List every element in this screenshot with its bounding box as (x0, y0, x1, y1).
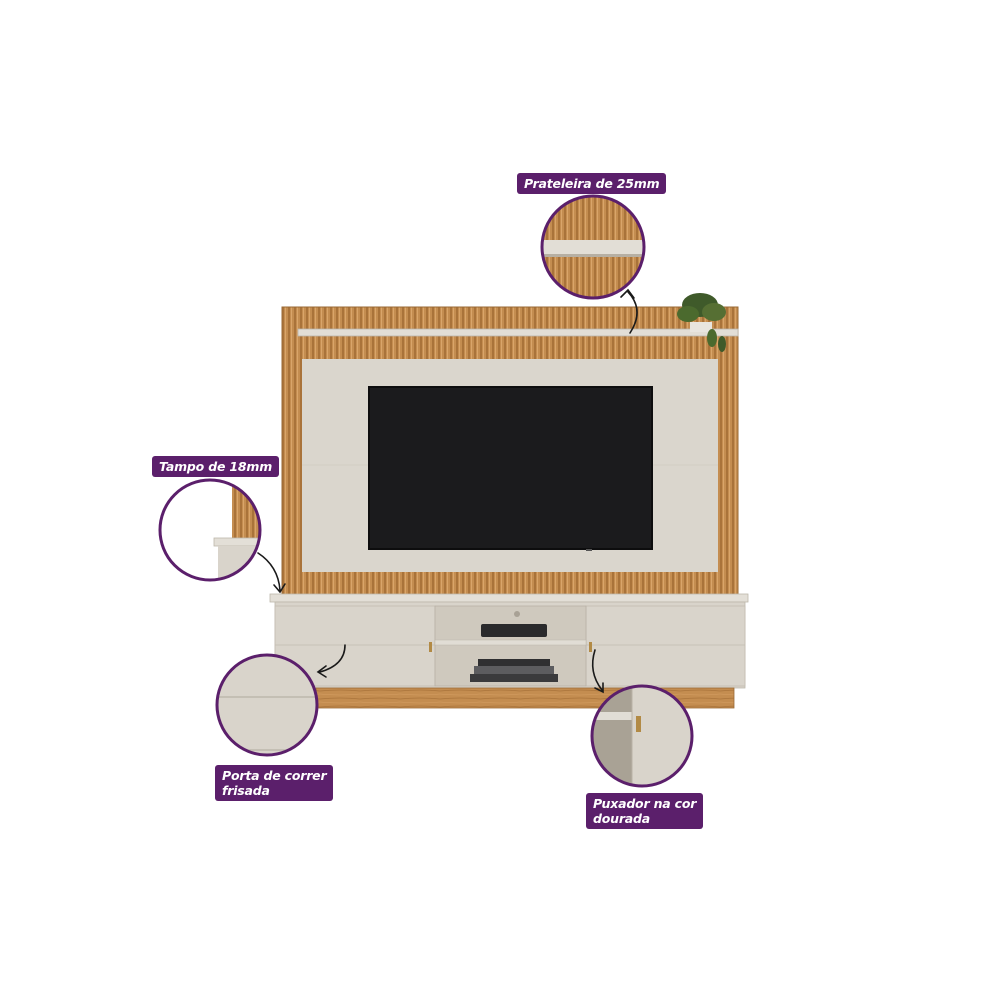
gold-handle-left (429, 642, 432, 652)
right-sliding-door (585, 605, 746, 687)
callout-handle-label: Puxador na cor dourada (586, 793, 704, 829)
callout-top-label: Tampo de 18mm (152, 456, 280, 477)
callout-shelf-label: Prateleira de 25mm (517, 173, 667, 194)
receiver-box (481, 624, 547, 637)
zoom-circle-top (158, 478, 262, 582)
callout-handle-line2: dourada (593, 811, 651, 826)
top-shelf (297, 328, 739, 337)
zoom-circle-door (215, 653, 319, 757)
tv-rack (269, 593, 749, 709)
arrow-shelf (627, 291, 638, 334)
callout-top-text: Tampo de 18mm (159, 459, 273, 474)
potted-plant (677, 293, 726, 352)
television (368, 386, 653, 551)
callout-handle-line1: Puxador na cor (593, 796, 697, 811)
callout-arrows (257, 288, 638, 694)
zoom-circle-shelf (540, 194, 646, 300)
gold-handle-right (589, 642, 592, 652)
arrow-door (319, 644, 346, 673)
callout-door-label: Porta de correr frisada (215, 765, 334, 801)
callout-shelf-text: Prateleira de 25mm (524, 176, 660, 191)
callout-door-line2: frisada (222, 783, 270, 798)
arrow-handle (591, 649, 603, 691)
callout-door-line1: Porta de correr (222, 768, 327, 783)
arrow-top (257, 552, 281, 591)
